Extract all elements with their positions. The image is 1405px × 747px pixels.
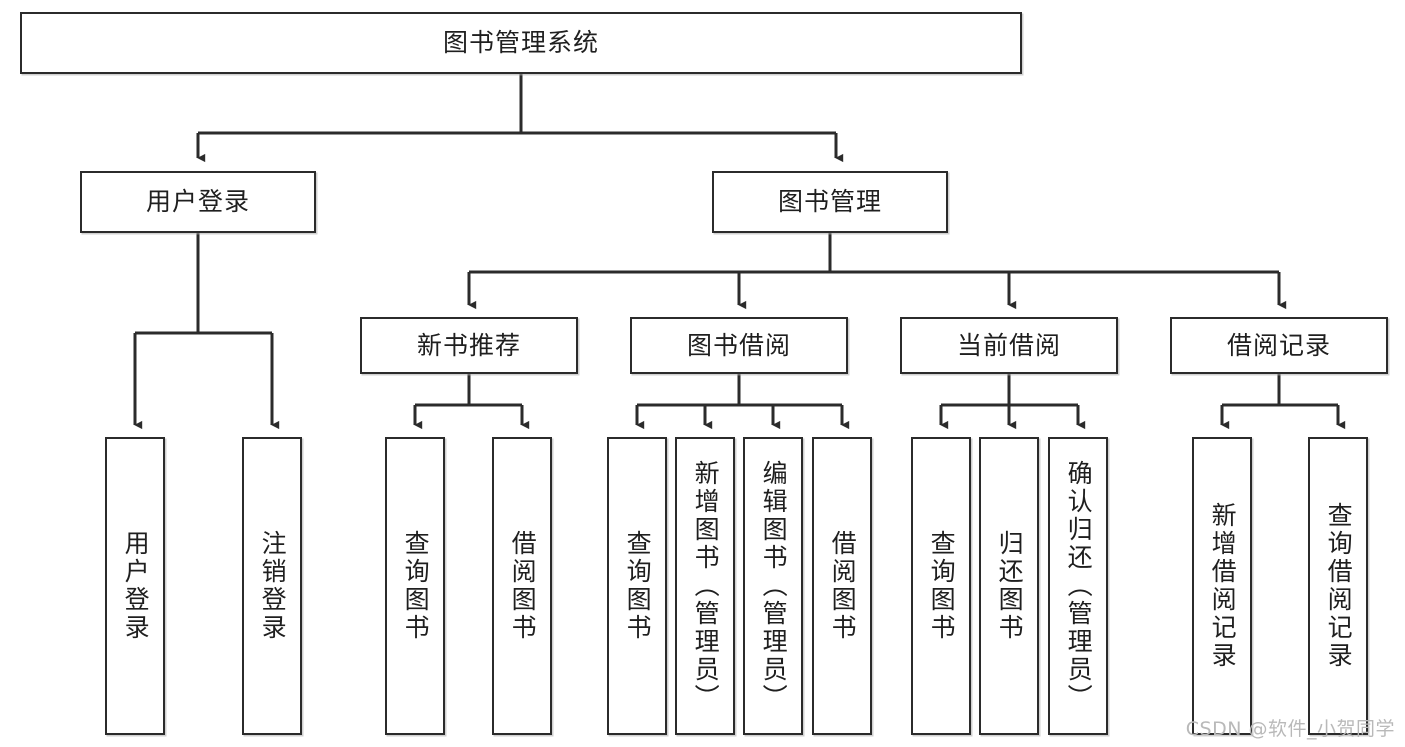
node-label: 图书借阅 xyxy=(686,330,791,360)
node-label: 确认归还（管理员） xyxy=(1064,460,1094,712)
node-label: 新增图书（管理员） xyxy=(691,460,721,712)
leaf-current-borrow-query-book[interactable]: 查询图书 xyxy=(911,437,971,735)
leaf-book-borrow-edit-book-admin[interactable]: 编辑图书（管理员） xyxy=(743,437,803,735)
node-new-book-recommend[interactable]: 新书推荐 xyxy=(360,317,578,374)
node-label: 查询借阅记录 xyxy=(1324,502,1354,670)
node-label: 查询图书 xyxy=(623,530,653,642)
leaf-new-book-borrow-book[interactable]: 借阅图书 xyxy=(492,437,552,735)
csdn-watermark: CSDN @软件_小贺同学 xyxy=(1185,718,1395,740)
leaf-borrow-record-add-record[interactable]: 新增借阅记录 xyxy=(1192,437,1252,735)
leaf-user-login-logout[interactable]: 注销登录 xyxy=(242,437,302,735)
node-label: 归还图书 xyxy=(995,530,1025,642)
node-label: 用户登录 xyxy=(145,187,250,217)
leaf-new-book-query-book[interactable]: 查询图书 xyxy=(385,437,445,735)
leaf-borrow-record-query-record[interactable]: 查询借阅记录 xyxy=(1308,437,1368,735)
node-current-borrow[interactable]: 当前借阅 xyxy=(900,317,1118,374)
node-label: 注销登录 xyxy=(258,530,288,642)
node-label: 新增借阅记录 xyxy=(1208,502,1238,670)
node-book-borrow[interactable]: 图书借阅 xyxy=(630,317,848,374)
node-label: 借阅图书 xyxy=(508,530,538,642)
node-label: 编辑图书（管理员） xyxy=(759,460,789,712)
node-label: 查询图书 xyxy=(401,530,431,642)
node-book-management[interactable]: 图书管理 xyxy=(712,171,948,233)
leaf-book-borrow-query-book[interactable]: 查询图书 xyxy=(607,437,667,735)
node-label: 借阅记录 xyxy=(1226,330,1331,360)
node-root-book-management-system[interactable]: 图书管理系统 xyxy=(20,12,1022,74)
leaf-user-login-login[interactable]: 用户登录 xyxy=(105,437,165,735)
node-label: 用户登录 xyxy=(121,530,151,642)
node-user-login[interactable]: 用户登录 xyxy=(80,171,316,233)
node-label: 查询图书 xyxy=(927,530,957,642)
leaf-book-borrow-add-book-admin[interactable]: 新增图书（管理员） xyxy=(675,437,735,735)
node-label: 图书管理 xyxy=(777,187,882,217)
node-borrow-record[interactable]: 借阅记录 xyxy=(1170,317,1388,374)
node-label: 当前借阅 xyxy=(956,330,1061,360)
node-label: 新书推荐 xyxy=(416,330,521,360)
node-label: 图书管理系统 xyxy=(442,28,599,58)
leaf-book-borrow-borrow-book[interactable]: 借阅图书 xyxy=(812,437,872,735)
leaf-current-borrow-confirm-return-admin[interactable]: 确认归还（管理员） xyxy=(1048,437,1108,735)
leaf-current-borrow-return-book[interactable]: 归还图书 xyxy=(979,437,1039,735)
node-label: 借阅图书 xyxy=(828,530,858,642)
